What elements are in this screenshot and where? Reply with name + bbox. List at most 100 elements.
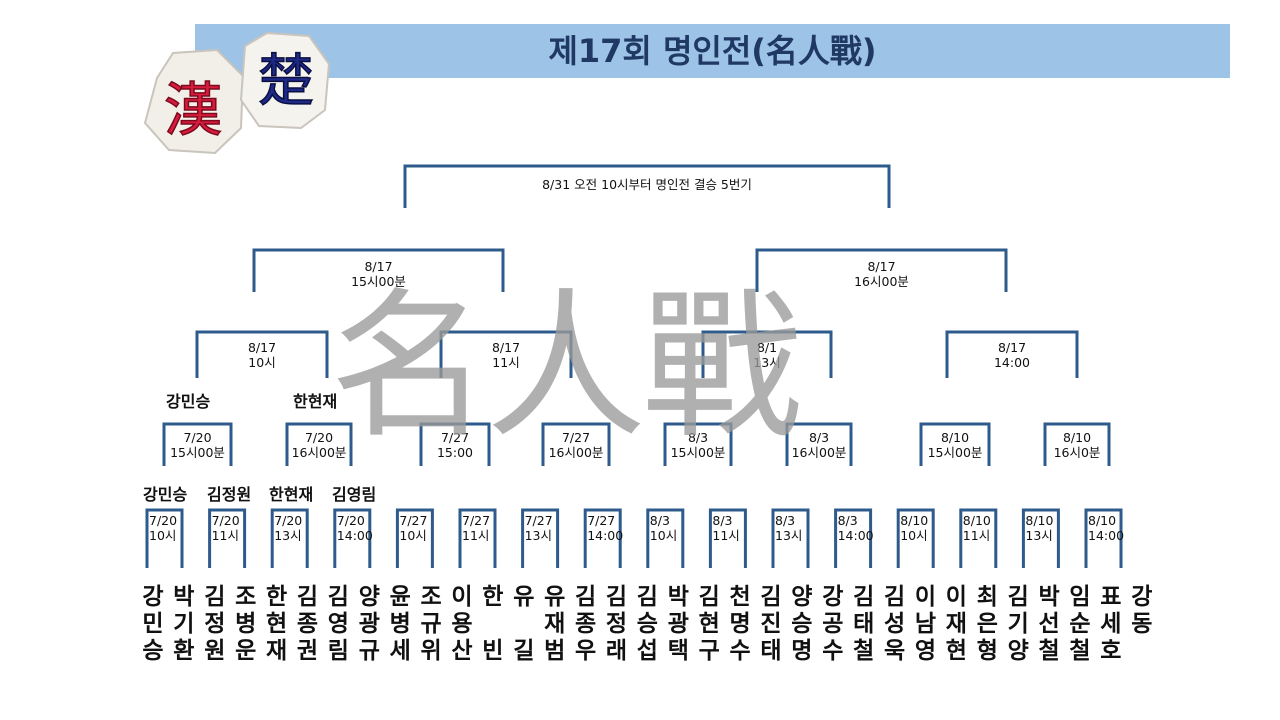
round16-bracket-5 xyxy=(663,422,733,466)
round32-time-11: 13시 xyxy=(775,528,803,543)
player-name: 최 은 형 xyxy=(976,584,998,664)
player-name: 김 진 태 xyxy=(760,584,782,664)
player-name: 한 빈 xyxy=(482,584,504,664)
round16-bracket-1 xyxy=(162,422,233,466)
round16-time-6: 16시00분 xyxy=(791,445,847,460)
quarterfinalist-name: 한현재 xyxy=(293,392,338,411)
round32-time-1: 10시 xyxy=(149,528,177,543)
semifinal-time-2: 16시00분 xyxy=(854,274,909,289)
round32-bracket-2 xyxy=(208,508,247,568)
round16-time-1: 15시00분 xyxy=(170,445,225,460)
quarterfinalist-name: 강민승 xyxy=(166,392,211,411)
round16-bracket-7 xyxy=(919,422,991,466)
round32-time-7: 13시 xyxy=(524,528,552,543)
semifinal-date-1: 8/17 xyxy=(364,259,393,274)
round16-time-2: 16시00분 xyxy=(291,445,347,460)
player-name: 김 종 권 xyxy=(296,584,319,664)
round16-time-8: 16시0분 xyxy=(1053,445,1101,460)
player-name: 박 광 택 xyxy=(667,584,689,664)
round32-time-8: 14:00 xyxy=(587,528,624,543)
round32-time-3: 13시 xyxy=(274,528,302,543)
round32-date-1: 7/20 xyxy=(149,513,178,528)
quarterfinal-bracket-4 xyxy=(945,330,1079,378)
player-name: 이 용 산 xyxy=(451,584,473,664)
round16-date-3: 7/27 xyxy=(440,430,470,445)
quarterfinal-date-3: 8/1 xyxy=(756,340,778,355)
round32-date-8: 7/27 xyxy=(587,513,616,528)
round32-time-16: 14:00 xyxy=(1088,528,1125,543)
round32-date-14: 8/10 xyxy=(962,513,991,528)
round32-date-7: 7/27 xyxy=(524,513,553,528)
player-name: 강 동 xyxy=(1131,584,1153,637)
round32-bracket-8 xyxy=(583,508,622,568)
round32-date-10: 8/3 xyxy=(712,513,733,528)
cho-piece-char: 楚 xyxy=(258,49,314,114)
round32-date-3: 7/20 xyxy=(274,513,303,528)
round16-time-7: 15시00분 xyxy=(927,445,983,460)
player-name: 유 재 범 xyxy=(544,584,566,664)
player-name: 유 길 xyxy=(513,584,535,664)
player-name: 김 기 양 xyxy=(1007,584,1029,664)
quarterfinal-bracket-2 xyxy=(439,330,573,378)
han-piece-char: 漢 xyxy=(164,76,222,144)
round16-date-2: 7/20 xyxy=(304,430,334,445)
round16-date-1: 7/20 xyxy=(183,430,212,445)
watermark: 名人戰 xyxy=(330,273,802,460)
round16-date-8: 8/10 xyxy=(1062,430,1092,445)
page-title: 제17회 명인전(名人戰) xyxy=(548,32,877,70)
player-name: 윤 병 세 xyxy=(389,584,411,664)
quarterfinal-time-4: 14:00 xyxy=(993,355,1031,370)
round32-date-9: 8/3 xyxy=(649,513,670,528)
round32-date-2: 7/20 xyxy=(211,513,240,528)
player-name: 이 재 현 xyxy=(945,584,967,664)
round16-date-6: 8/3 xyxy=(808,430,830,445)
round16-date-5: 8/3 xyxy=(687,430,709,445)
player-name: 양 광 규 xyxy=(358,584,380,664)
round32-date-11: 8/3 xyxy=(775,513,796,528)
final-bracket xyxy=(403,164,891,208)
quarterfinal-date-2: 8/17 xyxy=(491,340,521,355)
quarterfinal-bracket-1 xyxy=(195,330,329,378)
round16-bracket-4 xyxy=(541,422,611,466)
round16-time-3: 15:00 xyxy=(436,445,474,460)
player-name: 박 기 환 xyxy=(173,584,195,664)
round32-bracket-6 xyxy=(458,508,497,568)
quarterfinal-date-1: 8/17 xyxy=(247,340,277,355)
round32-time-9: 10시 xyxy=(649,528,678,543)
round16-time-5: 15시00분 xyxy=(670,445,726,460)
round32-bracket-16 xyxy=(1084,508,1123,568)
round16-player-name: 강민승 xyxy=(143,485,188,504)
player-name: 천 명 수 xyxy=(729,584,751,664)
round32-bracket-10 xyxy=(708,508,747,568)
janggi-logo: 漢 楚 xyxy=(143,31,331,155)
round32-bracket-15 xyxy=(1021,508,1060,568)
round32-date-4: 7/20 xyxy=(336,513,365,528)
round32-bracket-1 xyxy=(145,508,184,568)
round16-bracket-8 xyxy=(1043,422,1111,466)
round16-player-name: 김영림 xyxy=(332,485,377,504)
round32-bracket-3 xyxy=(270,508,309,568)
semifinal-bracket-2 xyxy=(755,248,1008,292)
round32-time-10: 11시 xyxy=(712,528,740,543)
round32-bracket-12 xyxy=(834,508,873,568)
player-name: 김 태 철 xyxy=(853,584,875,664)
round16-player-name: 한현재 xyxy=(269,485,314,504)
round32-time-13: 10시 xyxy=(900,528,928,543)
player-name: 김 종 우 xyxy=(575,584,597,664)
quarterfinal-time-3: 13시 xyxy=(753,355,781,370)
round16-player-name: 김정원 xyxy=(207,485,252,504)
round32-time-6: 11시 xyxy=(462,528,490,543)
round32-bracket-14 xyxy=(959,508,998,568)
round16-date-7: 8/10 xyxy=(940,430,970,445)
round16-time-4: 16시00분 xyxy=(548,445,604,460)
round32-date-15: 8/10 xyxy=(1025,513,1054,528)
round32-date-16: 8/10 xyxy=(1088,513,1117,528)
quarterfinal-bracket-3 xyxy=(701,330,833,378)
quarterfinal-time-1: 10시 xyxy=(248,355,276,370)
round32-time-4: 14:00 xyxy=(336,528,373,543)
quarterfinal-time-2: 11시 xyxy=(492,355,520,370)
player-name: 박 선 철 xyxy=(1038,584,1060,664)
round32-time-14: 11시 xyxy=(962,528,991,543)
player-name: 김 현 구 xyxy=(698,584,720,664)
title-bar xyxy=(195,24,1230,78)
